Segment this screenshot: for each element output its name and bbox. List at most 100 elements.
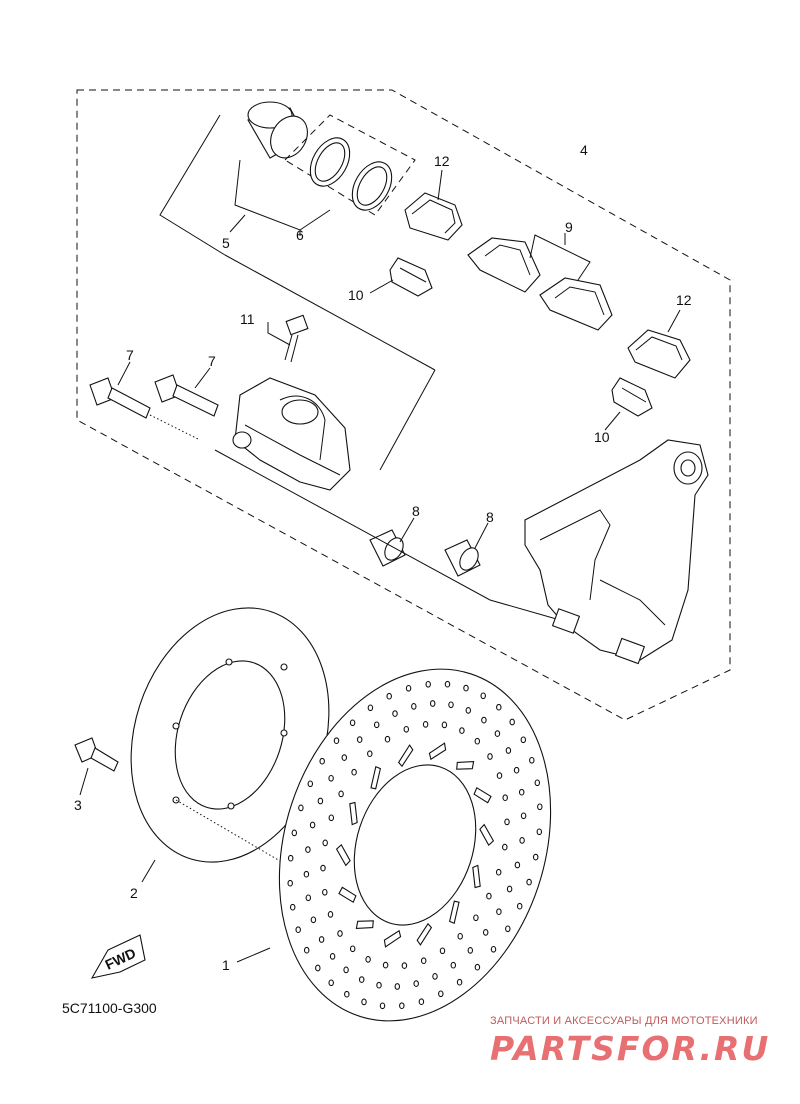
caliper-bolt-right (154, 374, 219, 417)
disc-hole (481, 716, 487, 724)
disc-hole (520, 736, 527, 744)
disc-hole (367, 704, 374, 712)
shim-lower (627, 329, 691, 379)
disc-hole (465, 707, 472, 714)
disc-hole (516, 902, 523, 910)
disc-hole (480, 692, 486, 700)
disc-hole (474, 737, 481, 745)
disc-slot (383, 929, 402, 948)
disc-hole (490, 945, 497, 953)
disc-hole (457, 932, 463, 940)
disc-slot (338, 886, 357, 904)
disc-hole (315, 964, 321, 972)
label-disc: 1 (222, 957, 230, 973)
disc-hole (504, 818, 510, 826)
disc-hole (349, 719, 356, 727)
disc-slot (349, 801, 358, 826)
fwd-arrow-icon: FWD (90, 934, 146, 979)
disc-hole (376, 981, 382, 989)
disc-slot (335, 844, 351, 867)
disc-slot (428, 742, 447, 761)
label-shim-upper: 12 (434, 153, 450, 169)
disc-hole (322, 839, 328, 847)
disc-slot (472, 864, 481, 889)
disc-hole (291, 829, 298, 837)
disc-hole (520, 812, 527, 820)
label-shim-lower: 12 (676, 292, 692, 308)
disc-hole (307, 780, 314, 788)
label-disc-back-plate: 2 (130, 885, 138, 901)
disc-hole (305, 846, 311, 853)
disc-hole (502, 843, 508, 851)
seal-rings (309, 137, 393, 211)
label-seal-kit: 6 (296, 227, 304, 243)
disc-hole (333, 737, 340, 745)
watermark-brand: PARTSFOR.RU (490, 1029, 770, 1068)
disc-slot (370, 765, 382, 790)
disc-hole (422, 721, 429, 728)
disc-slot (479, 823, 495, 846)
label-spring-upper: 10 (348, 287, 364, 303)
disc-slot (473, 786, 492, 804)
disc-back-plate (130, 607, 330, 863)
disc-hole (319, 757, 325, 765)
disc-hole (349, 945, 356, 953)
disc-hole (343, 966, 349, 974)
disc-hole (459, 727, 465, 734)
disc-hole (303, 946, 310, 954)
diagram-code: 5C71100-G300 (62, 1000, 157, 1016)
disc-hole (509, 718, 515, 726)
disc-hole (526, 878, 532, 886)
disc-hole (337, 930, 343, 937)
disc-hole (536, 828, 543, 836)
disc-hole (392, 710, 398, 717)
disc-hole (401, 962, 408, 969)
disc-hole (356, 736, 363, 743)
disc-hole (386, 692, 392, 700)
disc-hole (382, 961, 389, 969)
disc-hole (413, 980, 419, 987)
disc-hole (532, 853, 539, 861)
disc-hole (344, 990, 350, 998)
disc-hole (287, 854, 294, 862)
slide-boot-left (369, 529, 406, 567)
brake-disc (278, 668, 552, 1022)
shim-upper (404, 192, 463, 241)
disc-hole (506, 885, 513, 893)
disc-hole (505, 747, 512, 754)
disc-hole (450, 961, 457, 969)
disc-hole (496, 772, 503, 779)
disc-hole (399, 1002, 405, 1010)
caliper-group-boundary (76, 89, 731, 721)
disc-hole (474, 963, 481, 971)
disc-hole (495, 868, 502, 876)
caliper-bolt-left (89, 377, 151, 419)
disc-hole (338, 790, 344, 798)
caliper-bracket (524, 439, 709, 665)
disc-bolt (74, 737, 119, 772)
disc-hole (289, 903, 296, 911)
disc-hole (328, 979, 334, 987)
seal-kit-boundary (284, 114, 416, 216)
disc-hole (329, 953, 336, 960)
disc-hole (309, 821, 316, 829)
label-bleed-screw: 11 (240, 311, 255, 327)
disc-hole (425, 680, 431, 688)
disc-hole (310, 916, 317, 924)
disc-slot (456, 761, 475, 770)
disc-hole (537, 803, 543, 811)
disc-hole (448, 701, 454, 709)
disc-hole (287, 879, 293, 887)
disc-hole (320, 864, 326, 872)
disc-hole (341, 754, 348, 761)
disc-hole (487, 753, 493, 760)
label-boot-right: 8 (486, 509, 494, 525)
disc-slot (397, 744, 414, 768)
disc-hole (467, 947, 474, 954)
disc-hole (518, 788, 525, 796)
label-bolt-left: 7 (126, 347, 134, 363)
disc-hole (438, 990, 444, 998)
disc-hole (384, 735, 391, 743)
watermark-tagline: ЗАПЧАСТИ И АКСЕССУАРЫ ДЛЯ МОТОТЕХНИКИ (490, 1015, 758, 1027)
